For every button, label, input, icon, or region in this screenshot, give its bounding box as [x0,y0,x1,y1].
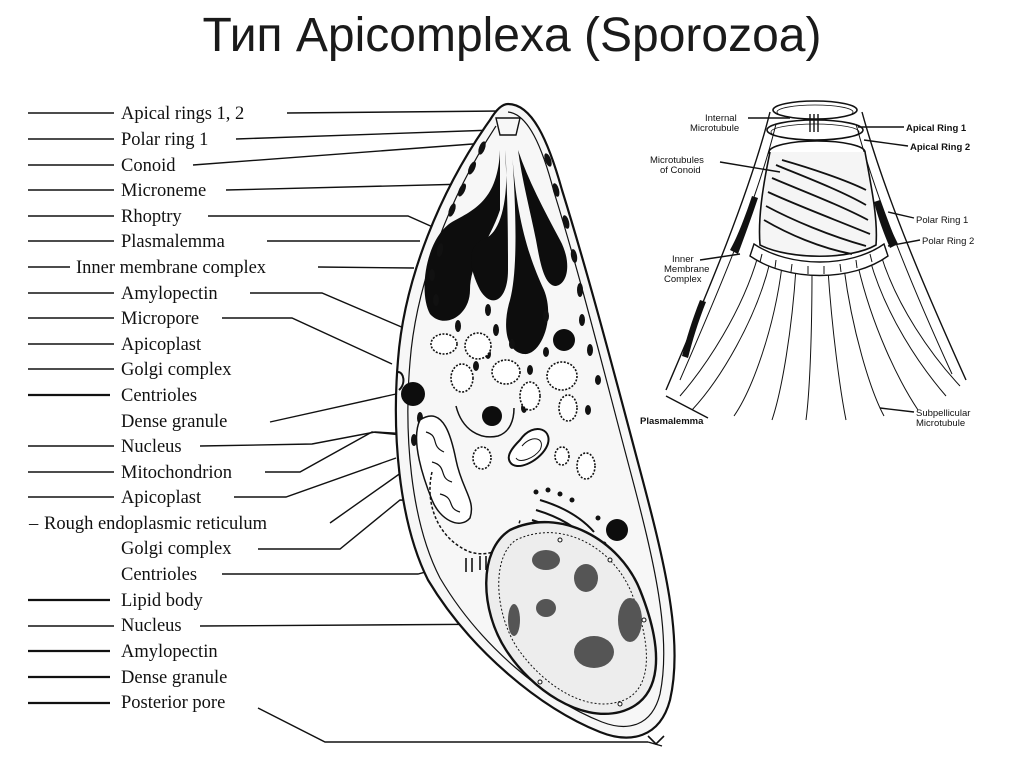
label-polar-ring: Polar ring 1 [121,130,208,150]
conoid-body [759,152,876,256]
rlabel-polar-ring-1: Polar Ring 1 [916,215,968,226]
label-apicoplast: Apicoplast [121,335,202,355]
label-microneme: Microneme [121,181,206,201]
rlabel-microtubule: Microtubule [690,123,739,134]
internal-microtubules [810,114,818,132]
rlabel-apical-ring-1: Apical Ring 1 [906,123,967,134]
rlabel-sp-microtubule: Microtubule [916,418,965,429]
label-micropore: Micropore [121,309,199,329]
apical-complex-diagram: Internal Microtubule Microtubules of Con… [640,101,974,429]
label-dense-granule-2: Dense granule [121,668,227,688]
label-nucleus: Nucleus [121,437,182,457]
rlabel-apical-ring-2: Apical Ring 2 [910,142,970,153]
label-posterior-pore: Posterior pore [121,693,225,713]
label-rer-dash: – [28,514,39,534]
rlabel-polar-ring-2: Polar Ring 2 [922,236,974,247]
apical-ring-2-inner [771,124,859,140]
label-dense-granule: Dense granule [121,412,227,432]
label-golgi-complex-2: Golgi complex [121,539,232,559]
zoite-cell [396,104,675,744]
left-label-list: Apical rings 1, 2 Polar ring 1 Conoid Mi… [28,104,268,713]
rlabel-plasmalemma: Plasmalemma [640,416,704,427]
subpellicular-microtubules [680,252,960,420]
rlabel-complex: Complex [664,274,702,285]
label-golgi-complex: Golgi complex [121,360,232,380]
label-centrioles: Centrioles [121,386,197,406]
label-amylopectin-2: Amylopectin [121,642,218,662]
apical-ring-1-inner [777,105,853,119]
label-rough-er: Rough endoplasmic reticulum [44,514,268,534]
label-stub-lines [28,113,114,703]
imc-strip-right [874,200,898,248]
label-lipid-body: Lipid body [121,591,203,611]
label-conoid: Conoid [121,156,176,176]
label-centrioles-2: Centrioles [121,565,197,585]
label-rhoptry: Rhoptry [121,207,182,227]
label-inner-membrane-complex: Inner membrane complex [76,258,267,278]
label-apical-rings: Apical rings 1, 2 [121,104,244,124]
label-amylopectin: Amylopectin [121,284,218,304]
label-nucleus-2: Nucleus [121,616,182,636]
label-apicoplast-2: Apicoplast [121,488,202,508]
rlabel-of-conoid: of Conoid [660,165,701,176]
label-mitochondrion: Mitochondrion [121,463,232,483]
label-plasmalemma: Plasmalemma [121,232,225,252]
